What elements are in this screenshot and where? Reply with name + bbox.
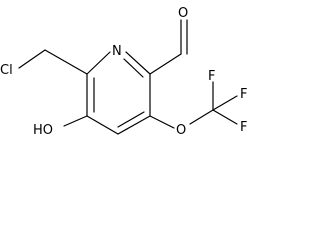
bond-c5-c4-inner [117, 111, 145, 128]
bond-o-cf3 [189, 109, 214, 125]
ether-oxygen-label: O [176, 123, 186, 138]
bond-c5-o [149, 115, 175, 129]
ring-nitrogen-label: N [112, 44, 122, 59]
chlorine-label: Cl [0, 63, 13, 78]
fluorine-label-top: F [208, 69, 215, 84]
bond-cf3-f2 [212, 95, 238, 111]
bond-c4-c3 [86, 115, 119, 135]
bonds [18, 19, 238, 135]
aldehyde-oxygen-label: O [178, 6, 188, 21]
bond-c6-cho [149, 53, 182, 75]
atom-labels: Cl N O HO O F F F [0, 6, 247, 138]
bond-n1-c6-inner [123, 58, 144, 78]
hydroxyl-label: HO [33, 123, 53, 138]
fluorine-label-right: F [240, 87, 247, 102]
fluorine-label-bottom: F [240, 120, 247, 135]
bond-ch2-c2 [44, 49, 88, 75]
chemical-structure: Cl N O HO O F F F [0, 6, 247, 138]
bond-c2-n1 [86, 51, 111, 75]
bond-cf3-f3 [212, 109, 238, 125]
bond-c3-oh [63, 115, 88, 127]
bond-cl-ch2 [18, 49, 46, 69]
bond-c5-c4 [117, 115, 151, 135]
bond-n1-c6 [125, 51, 151, 75]
